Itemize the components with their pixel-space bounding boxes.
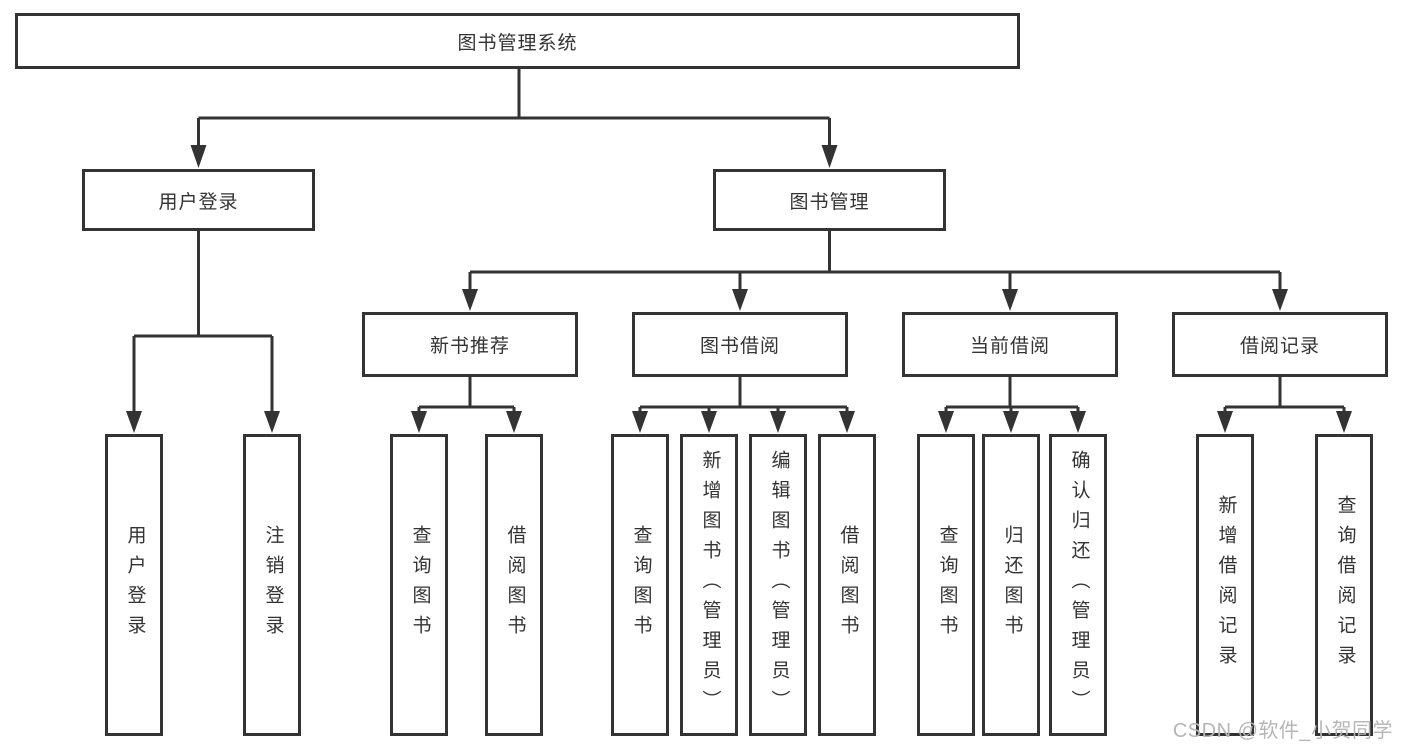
leaf-borrow-books: 借阅图书 xyxy=(818,434,876,736)
arrowhead-down-icon xyxy=(411,411,427,433)
connector-new-book-children xyxy=(417,377,516,412)
leaf-query-books-borrowing: 查询图书 xyxy=(611,434,669,736)
arrowhead-down-icon xyxy=(462,289,478,311)
arrowhead-down-icon xyxy=(1217,411,1233,433)
arrowhead-down-icon xyxy=(1336,411,1352,433)
node-current-borrowing: 当前借阅 xyxy=(902,312,1118,377)
node-new-book-recommendation: 新书推荐 xyxy=(362,312,578,377)
node-label: 借阅记录 xyxy=(1239,336,1320,357)
leaf-confirm-return-admin: 确认归还（管理员） xyxy=(1049,434,1107,736)
connector-current-borrowing-children xyxy=(944,377,1080,412)
node-label: 查询图书 xyxy=(630,525,652,645)
node-label: 新书推荐 xyxy=(429,336,510,357)
leaf-query-books-current: 查询图书 xyxy=(917,434,975,736)
arrowhead-down-icon xyxy=(701,411,717,433)
connector-borrowing-records-children xyxy=(1223,377,1346,412)
node-book-borrowing: 图书借阅 xyxy=(632,312,848,377)
leaf-edit-books-admin: 编辑图书（管理员） xyxy=(749,434,807,736)
arrowhead-down-icon xyxy=(1272,289,1288,311)
arrowhead-down-icon xyxy=(506,411,522,433)
arrowhead-down-icon xyxy=(839,411,855,433)
arrowhead-down-icon xyxy=(732,289,748,311)
node-label: 归还图书 xyxy=(1001,525,1023,645)
node-label: 当前借阅 xyxy=(969,336,1050,357)
node-label: 图书借阅 xyxy=(699,336,780,357)
leaf-borrow-books-recommend: 借阅图书 xyxy=(485,434,543,736)
arrowhead-down-icon xyxy=(770,411,786,433)
node-label: 新增借阅记录 xyxy=(1215,495,1237,675)
arrowhead-down-icon xyxy=(938,411,954,433)
node-label: 用户登录 xyxy=(158,191,239,213)
node-library-management-system: 图书管理系统 xyxy=(15,13,1020,69)
node-label: 用户登录 xyxy=(124,525,146,645)
arrowhead-down-icon xyxy=(264,411,280,433)
node-label: 注销登录 xyxy=(262,525,284,645)
connector-book-borrowing-children xyxy=(638,377,849,412)
node-label: 借阅图书 xyxy=(504,525,526,645)
leaf-return-books: 归还图书 xyxy=(982,434,1040,736)
connector-root-to-level2 xyxy=(197,68,831,146)
node-label: 查询图书 xyxy=(936,525,958,645)
leaf-query-borrow-record: 查询借阅记录 xyxy=(1315,434,1373,736)
arrowhead-down-icon xyxy=(1002,289,1018,311)
node-label: 查询借阅记录 xyxy=(1334,495,1356,675)
leaf-logout: 注销登录 xyxy=(243,434,301,736)
node-label: 确认归还（管理员） xyxy=(1068,450,1090,720)
node-label: 查询图书 xyxy=(409,525,431,645)
leaf-user-login: 用户登录 xyxy=(105,434,163,736)
leaf-add-books-admin: 新增图书（管理员） xyxy=(680,434,738,736)
node-label: 编辑图书（管理员） xyxy=(768,450,790,720)
node-book-management: 图书管理 xyxy=(713,169,946,231)
node-label: 图书管理系统 xyxy=(457,32,578,54)
arrowhead-down-icon xyxy=(632,411,648,433)
arrowhead-down-icon xyxy=(821,145,838,168)
arrowhead-down-icon xyxy=(1003,411,1019,433)
leaf-add-borrow-record: 新增借阅记录 xyxy=(1196,434,1254,736)
arrowhead-down-icon xyxy=(126,411,142,433)
connector-user-login-children xyxy=(132,231,274,412)
node-label: 新增图书（管理员） xyxy=(699,450,721,720)
node-label: 借阅图书 xyxy=(837,525,859,645)
node-user-login: 用户登录 xyxy=(82,169,315,231)
node-borrowing-records: 借阅记录 xyxy=(1172,312,1388,377)
csdn-watermark: CSDN @软件_小贺同学 xyxy=(1172,720,1393,742)
arrowhead-down-icon xyxy=(1070,411,1086,433)
leaf-query-books-recommend: 查询图书 xyxy=(390,434,448,736)
connector-book-management-children xyxy=(468,231,1282,290)
node-label: 图书管理 xyxy=(789,191,870,213)
arrowhead-down-icon xyxy=(190,145,207,168)
